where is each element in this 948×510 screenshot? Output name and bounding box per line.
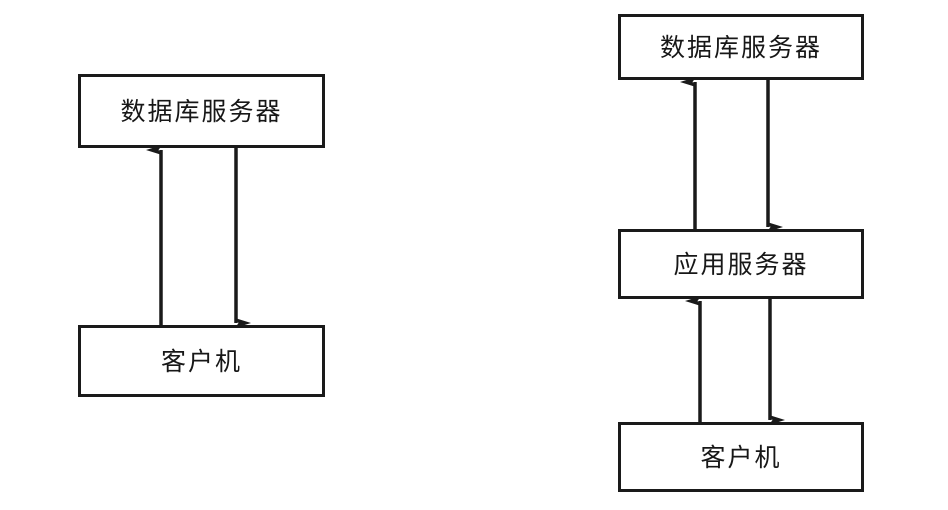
- left-diagram-client-label: 客户机: [160, 346, 242, 376]
- right-diagram-client-label: 客户机: [700, 442, 782, 472]
- right-diagram-db-server-label: 数据库服务器: [659, 32, 822, 62]
- left-diagram-db-server-label: 数据库服务器: [120, 96, 283, 126]
- right-diagram-app-server-box: 应用服务器: [618, 229, 864, 299]
- right-diagram-db-server-box: 数据库服务器: [618, 14, 864, 80]
- right-diagram-app-server-label: 应用服务器: [673, 249, 809, 279]
- right-diagram-client-box: 客户机: [618, 422, 864, 492]
- left-diagram-client-box: 客户机: [78, 325, 325, 397]
- left-diagram-db-server-box: 数据库服务器: [78, 74, 325, 148]
